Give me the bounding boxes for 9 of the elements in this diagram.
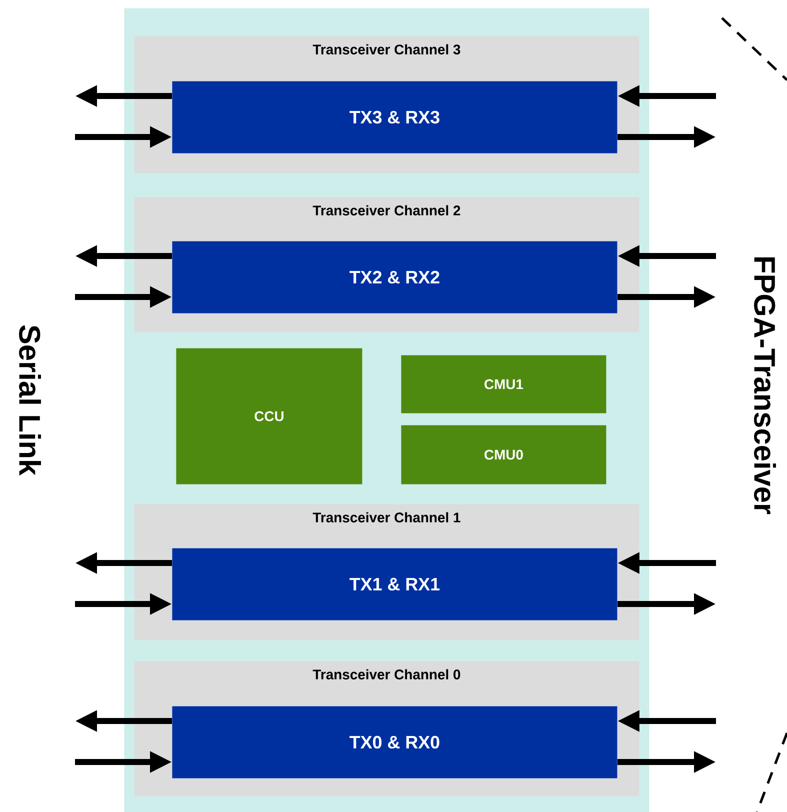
side-label: FPGA-Transceiver <box>754 257 776 514</box>
clock-unit-box: CCU <box>176 348 362 484</box>
transceiver-box: TX2 & RX2 <box>172 241 618 314</box>
clock-unit-box: CMU1 <box>401 355 606 414</box>
transceiver-box: TX3 & RX3 <box>172 81 618 154</box>
transceiver-box: TX0 & RX0 <box>172 706 618 778</box>
clock-unit-box: CMU0 <box>401 425 606 484</box>
transceiver-box: TX1 & RX1 <box>172 548 618 620</box>
side-label: Serial Link <box>19 325 41 476</box>
